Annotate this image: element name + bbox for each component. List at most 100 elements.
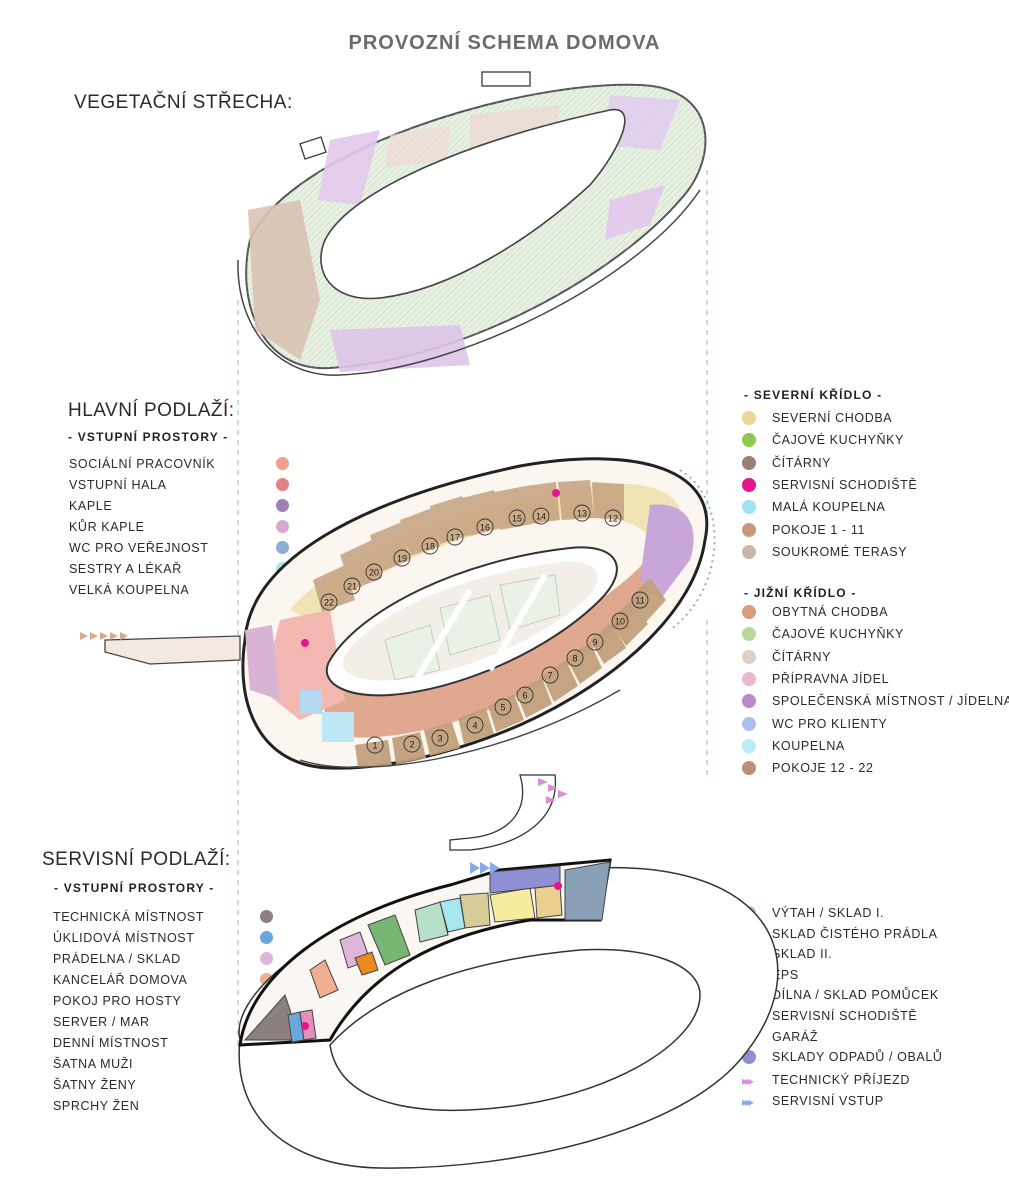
svg-text:9: 9 bbox=[592, 638, 597, 648]
legend-label: ČAJOVÉ KUCHYŇKY bbox=[772, 627, 904, 642]
main-floor-label: HLAVNÍ PODLAŽÍ: bbox=[68, 400, 235, 421]
room-number-11: 11 bbox=[631, 591, 649, 609]
legend-label: MALÁ KOUPELNA bbox=[772, 500, 886, 515]
legend-swatch bbox=[742, 455, 756, 470]
svg-text:20: 20 bbox=[369, 568, 379, 578]
legend-label: SERVISNÍ SCHODIŠTĚ bbox=[772, 1009, 918, 1023]
room-number-17: 17 bbox=[446, 528, 464, 546]
legend-label: DÍLNA / SKLAD POMŮCEK bbox=[772, 988, 939, 1003]
room-number-4: 4 bbox=[466, 716, 484, 734]
legend-swatch bbox=[742, 671, 756, 686]
legend-swatch bbox=[742, 411, 756, 425]
legend-swatch bbox=[742, 522, 756, 537]
legend-label: SERVISNÍ SCHODIŠTĚ bbox=[772, 477, 918, 492]
legend-label: PŘÍPRAVNA JÍDEL bbox=[772, 671, 890, 686]
legend-label: POKOJE 12 - 22 bbox=[772, 761, 874, 776]
room-number-9: 9 bbox=[586, 633, 604, 651]
room-number-14: 14 bbox=[532, 507, 550, 525]
svg-text:12: 12 bbox=[608, 514, 618, 524]
legend-label: SERVER / MAR bbox=[53, 1015, 150, 1029]
legend-label: POKOJ PRO HOSTY bbox=[53, 994, 182, 1008]
legend-label: PRÁDELNA / SKLAD bbox=[53, 952, 181, 966]
svg-text:4: 4 bbox=[472, 721, 477, 731]
room-number-10: 10 bbox=[611, 612, 629, 630]
alignment-guides bbox=[237, 170, 708, 1050]
room-number-12: 12 bbox=[604, 509, 622, 527]
legend-label: OBYTNÁ CHODBA bbox=[772, 605, 889, 619]
room-number-19: 19 bbox=[393, 549, 411, 567]
svg-text:17: 17 bbox=[450, 533, 460, 543]
main-floor-plan bbox=[80, 457, 716, 770]
svg-text:6: 6 bbox=[522, 691, 527, 701]
legend-swatch bbox=[276, 499, 289, 512]
legend-label: SERVISNÍ VSTUP bbox=[772, 1093, 884, 1108]
legend-label: DENNÍ MÍSTNOST bbox=[53, 1036, 169, 1050]
room-number-2: 2 bbox=[403, 735, 421, 753]
room-number-16: 16 bbox=[476, 518, 494, 536]
legend-item: KŮR KAPLE bbox=[69, 519, 289, 535]
room-number-22: 22 bbox=[320, 593, 338, 611]
legend-item: PRÁDELNA / SKLAD bbox=[53, 951, 273, 967]
svg-text:11: 11 bbox=[635, 596, 644, 606]
page-title: PROVOZNÍ SCHEMA DOMOVA bbox=[348, 32, 661, 54]
legend-swatch bbox=[742, 477, 756, 492]
legend-label: ČÍTÁRNY bbox=[772, 455, 832, 470]
legend-label: VÝTAH / SKLAD I. bbox=[772, 906, 885, 920]
legend-label: SOUKROMÉ TERASY bbox=[772, 544, 908, 559]
legend-swatch bbox=[260, 952, 273, 965]
svg-text:5: 5 bbox=[500, 703, 505, 713]
legend-item: KANCELÁŘ DOMOVA bbox=[53, 972, 273, 988]
legend-label: WC PRO KLIENTY bbox=[772, 716, 888, 731]
service-floor-plan bbox=[238, 774, 779, 1169]
legend-swatch bbox=[276, 457, 289, 470]
svg-text:13: 13 bbox=[577, 509, 587, 519]
legend-label: POKOJE 1 - 11 bbox=[772, 522, 866, 537]
legend-label: SKLAD ČISTÉHO PRÁDLA bbox=[772, 926, 938, 941]
legend-swatch bbox=[276, 478, 289, 491]
svg-text:3: 3 bbox=[437, 734, 442, 744]
svg-text:19: 19 bbox=[397, 554, 407, 564]
legend-label: SESTRY A LÉKAŘ bbox=[69, 562, 182, 576]
legend-swatch bbox=[742, 694, 756, 709]
legend-swatch bbox=[260, 931, 273, 944]
legend-swatch bbox=[276, 520, 289, 533]
svg-text:18: 18 bbox=[425, 542, 435, 552]
legend-item: ÚKLIDOVÁ MÍSTNOST bbox=[53, 930, 273, 946]
svg-text:1: 1 bbox=[372, 741, 377, 751]
room-number-1: 1 bbox=[366, 736, 384, 754]
svg-text:8: 8 bbox=[572, 654, 577, 664]
green-roof-plan bbox=[237, 71, 707, 376]
legend-label: KOUPELNA bbox=[772, 738, 845, 753]
south-wing-heading: - JIŽNÍ KŘÍDLO - bbox=[744, 586, 857, 600]
legend-label: GARÁŽ bbox=[772, 1029, 819, 1044]
svg-text:16: 16 bbox=[480, 523, 490, 533]
legend-label: SKLADY ODPADŮ / OBALŮ bbox=[772, 1050, 943, 1065]
svg-text:22: 22 bbox=[324, 598, 334, 608]
svg-text:10: 10 bbox=[615, 617, 625, 627]
legend-label: SKLAD II. bbox=[772, 947, 833, 962]
main-entry-heading: - VSTUPNÍ PROSTORY - bbox=[68, 430, 229, 444]
room-number-21: 21 bbox=[343, 577, 361, 595]
legend-label: VSTUPNÍ HALA bbox=[69, 478, 167, 492]
room-number-6: 6 bbox=[516, 686, 534, 704]
legend-label: ČAJOVÉ KUCHYŇKY bbox=[772, 433, 904, 448]
legend-label: VELKÁ KOUPELNA bbox=[69, 583, 190, 597]
legend-swatch bbox=[260, 910, 273, 923]
svg-text:2: 2 bbox=[409, 740, 414, 750]
north-wing-heading: - SEVERNÍ KŘÍDLO - bbox=[744, 388, 883, 402]
room-number-18: 18 bbox=[421, 537, 439, 555]
roof-label: VEGETAČNÍ STŘECHA: bbox=[74, 92, 293, 113]
room-number-20: 20 bbox=[365, 563, 383, 581]
legend-item: KAPLE bbox=[69, 498, 289, 514]
room-number-13: 13 bbox=[573, 504, 591, 522]
legend-label: ČÍTÁRNY bbox=[772, 649, 832, 664]
svg-text:21: 21 bbox=[347, 582, 357, 592]
room-number-3: 3 bbox=[431, 729, 449, 747]
legend-swatch bbox=[742, 500, 756, 515]
legend-swatch bbox=[742, 605, 756, 619]
legend-swatch bbox=[742, 738, 756, 753]
legend-item: SOCIÁLNÍ PRACOVNÍK bbox=[69, 456, 289, 472]
legend-swatch bbox=[742, 627, 756, 642]
legend-swatch bbox=[742, 544, 756, 559]
